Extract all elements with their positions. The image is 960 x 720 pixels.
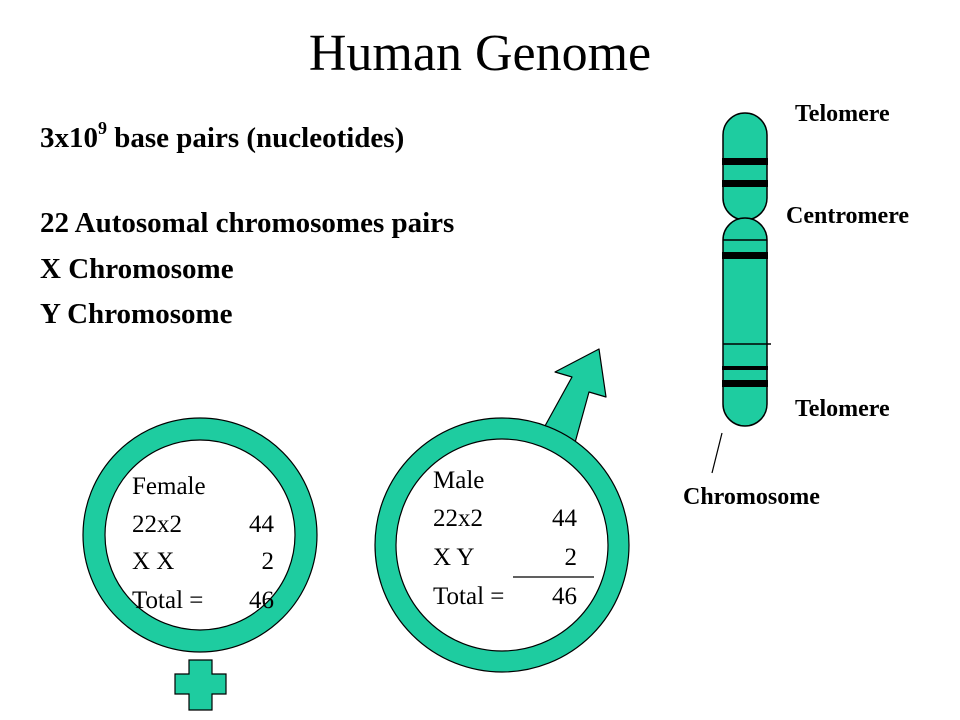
male-row1-value: 44	[552, 505, 578, 532]
female-row1-value: 44	[249, 511, 275, 538]
male-ring-inner	[395, 438, 609, 652]
male-symbol	[374, 348, 630, 673]
slide-title: Human Genome	[308, 25, 652, 82]
telomere-top-label: Telomere	[795, 101, 890, 127]
male-total-label: Total =	[433, 583, 504, 610]
female-cross	[174, 659, 227, 711]
female-symbol	[82, 417, 318, 711]
female-row1-label: 22x2	[132, 511, 182, 538]
centromere-label: Centromere	[786, 203, 909, 229]
chromosome-pointer-line	[711, 432, 723, 474]
base-pairs-prefix: 3x10	[40, 122, 98, 154]
male-row2-value: 2	[565, 544, 578, 571]
female-row2-label: X X	[132, 548, 174, 575]
chromosome-figure	[711, 112, 771, 474]
chromosome-label: Chromosome	[683, 484, 820, 510]
female-total-value: 46	[249, 587, 274, 614]
chromosome-band	[722, 158, 768, 165]
chromosome-band	[722, 252, 768, 259]
chromosome-lower-arm	[722, 217, 768, 427]
female-ring-inner	[104, 439, 296, 631]
chromosome-band	[722, 366, 768, 370]
base-pairs-fact: 3x109 base pairs (nucleotides)	[40, 118, 404, 155]
y-chromosome-fact: Y Chromosome	[40, 298, 233, 330]
chromosome-band	[722, 380, 768, 387]
chromosome-band	[722, 180, 768, 187]
telomere-bottom-label: Telomere	[795, 396, 890, 422]
x-chromosome-fact: X Chromosome	[40, 253, 234, 285]
female-total-label: Total =	[132, 587, 203, 614]
male-row2-label: X Y	[433, 544, 474, 571]
male-heading: Male	[433, 467, 484, 494]
chromosome-upper-arm	[722, 112, 768, 221]
base-pairs-exponent: 9	[98, 118, 107, 138]
male-total-value: 46	[552, 583, 577, 610]
male-row1-label: 22x2	[433, 505, 483, 532]
female-heading: Female	[132, 473, 206, 500]
female-row2-value: 2	[262, 548, 275, 575]
male-arrow	[539, 348, 607, 451]
base-pairs-suffix: base pairs (nucleotides)	[107, 122, 405, 154]
autosomal-fact: 22 Autosomal chromosomes pairs	[40, 207, 455, 239]
